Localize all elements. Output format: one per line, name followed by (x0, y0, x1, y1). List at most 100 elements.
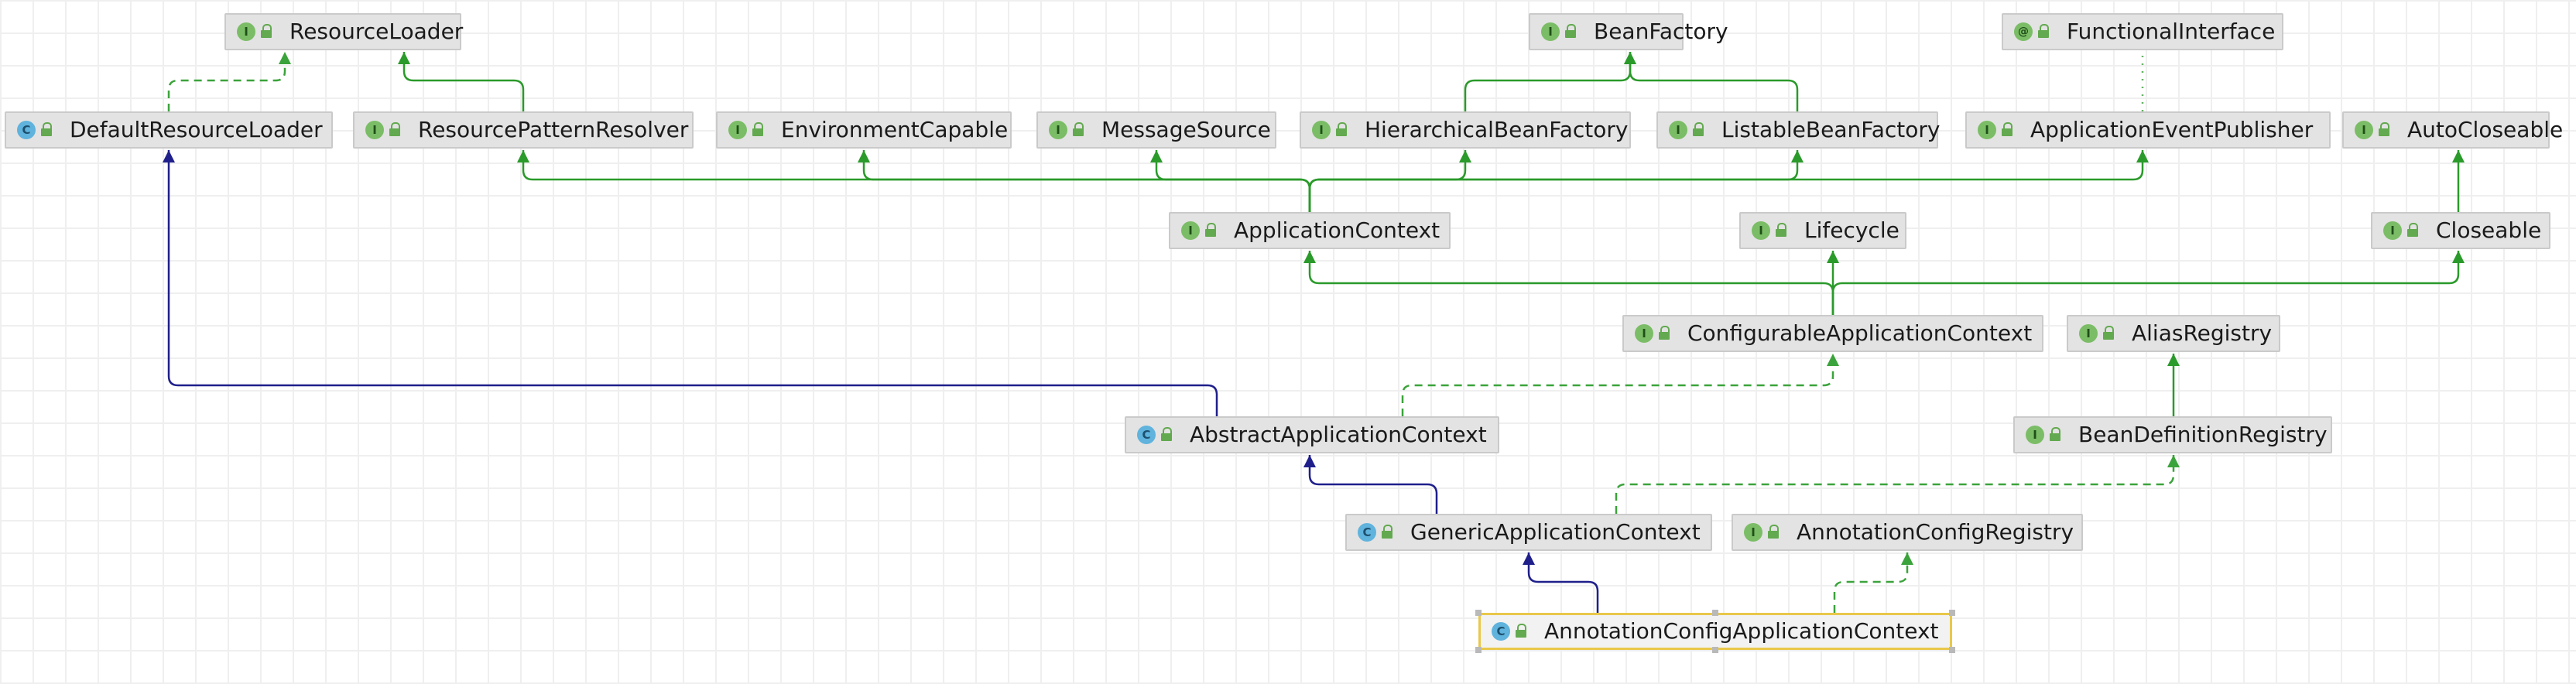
selection-handle[interactable] (1949, 647, 1955, 653)
public-visibility-icon (1515, 624, 1527, 639)
node-label: HierarchicalBeanFactory (1365, 117, 1629, 142)
interface-type-icon: I (1049, 121, 1067, 139)
interface-type-icon: I (1181, 221, 1200, 240)
edge-configurable-application-context-to-application-context (1308, 251, 1834, 315)
edge-generic-application-context-to-bean-definition-registry (1615, 455, 2175, 514)
edge-arrowhead (2452, 150, 2465, 162)
edge-application-context-to-environment-capable (862, 150, 1311, 212)
interface-type-icon: I (2355, 121, 2373, 139)
node-label: FunctionalInterface (2067, 19, 2276, 44)
public-visibility-icon (1072, 122, 1084, 138)
public-visibility-icon (752, 122, 764, 138)
node-application-event-publisher[interactable]: I ApplicationEventPublisher (1965, 111, 2331, 149)
class-type-icon: C (1358, 523, 1376, 542)
class-type-icon: C (17, 121, 36, 139)
edge-hierarchical-bean-factory-to-bean-factory (1464, 52, 1632, 111)
node-functional-interface[interactable]: @FunctionalInterface (2002, 13, 2283, 50)
node-hierarchical-bean-factory[interactable]: I HierarchicalBeanFactory (1300, 111, 1631, 149)
selection-handle[interactable] (1712, 647, 1718, 653)
edge-listable-bean-factory-to-bean-factory (1629, 52, 1799, 111)
selection-handle[interactable] (1475, 610, 1482, 616)
edge-configurable-application-context-to-closeable (1831, 251, 2460, 315)
edge-arrowhead (1523, 552, 1535, 565)
public-visibility-icon (389, 122, 401, 138)
public-visibility-icon (1564, 24, 1577, 39)
edge-arrowhead (1624, 52, 1636, 64)
edge-application-context-to-listable-bean-factory (1308, 150, 1799, 212)
node-default-resource-loader[interactable]: C DefaultResourceLoader (5, 111, 333, 149)
class-type-icon: C (1492, 622, 1510, 641)
selection-handle[interactable] (1712, 610, 1718, 616)
edge-abstract-application-context-to-configurable-application-context (1401, 354, 1834, 416)
interface-type-icon: I (1312, 121, 1331, 139)
public-visibility-icon (1335, 122, 1348, 138)
node-environment-capable[interactable]: I EnvironmentCapable (716, 111, 1012, 149)
interface-type-icon: I (1669, 121, 1687, 139)
edge-arrowhead (2167, 354, 2180, 366)
edge-arrowhead (279, 52, 291, 64)
edge-arrowhead (517, 150, 529, 162)
node-label: AutoCloseable (2407, 117, 2564, 142)
node-auto-closeable[interactable]: I AutoCloseable (2342, 111, 2563, 149)
class-type-icon: C (1137, 426, 1156, 444)
selection-handle[interactable] (1949, 610, 1955, 616)
node-label: ListableBeanFactory (1721, 117, 1941, 142)
public-visibility-icon (2378, 122, 2390, 138)
edge-arrowhead (1827, 354, 1839, 366)
edge-generic-application-context-to-abstract-application-context (1308, 455, 1438, 514)
edge-arrowhead (163, 150, 175, 162)
edge-arrowhead (1459, 150, 1471, 162)
interface-type-icon: I (728, 121, 747, 139)
edge-resource-pattern-resolver-to-resource-loader (402, 52, 525, 111)
public-visibility-icon (1160, 427, 1173, 443)
node-label: AnnotationConfigApplicationContext (1544, 618, 1939, 644)
node-label: ResourcePatternResolver (418, 117, 689, 142)
node-label: ApplicationEventPublisher (2030, 117, 2314, 142)
node-configurable-application-context[interactable]: I ConfigurableApplicationContext (1622, 315, 2043, 352)
node-annotation-config-application-context[interactable]: C AnnotationConfigApplicationContext (1478, 613, 1952, 650)
edge-arrowhead (1791, 150, 1804, 162)
public-visibility-icon (40, 122, 53, 138)
edge-default-resource-loader-to-resource-loader (167, 52, 286, 111)
edge-abstract-application-context-to-default-resource-loader (167, 150, 1218, 416)
node-listable-bean-factory[interactable]: I ListableBeanFactory (1656, 111, 1941, 149)
public-visibility-icon (1692, 122, 1704, 138)
interface-type-icon: I (1978, 121, 1996, 139)
interface-type-icon: I (1635, 324, 1653, 343)
interface-type-icon: I (2383, 221, 2402, 240)
node-label: AbstractApplicationContext (1190, 422, 1487, 447)
public-visibility-icon (2406, 223, 2419, 238)
node-label: DefaultResourceLoader (70, 117, 323, 142)
edge-annotation-config-application-context-to-annotation-config-registry (1833, 552, 1909, 613)
node-label: AnnotationConfigRegistry (1797, 519, 2074, 545)
public-visibility-icon (2001, 122, 2013, 138)
edge-arrowhead (398, 52, 410, 64)
edge-arrowhead (1827, 251, 1839, 263)
edge-application-context-to-application-event-publisher (1308, 150, 2144, 212)
edge-arrowhead (1303, 455, 1316, 467)
node-generic-application-context[interactable]: C GenericApplicationContext (1345, 514, 1712, 551)
selection-handle[interactable] (1475, 647, 1482, 653)
node-label: GenericApplicationContext (1410, 519, 1701, 545)
edge-application-context-to-resource-pattern-resolver (522, 150, 1311, 212)
edge-arrowhead (858, 150, 870, 162)
node-abstract-application-context[interactable]: C AbstractApplicationContext (1125, 416, 1499, 453)
interface-type-icon: I (2079, 324, 2098, 343)
interface-type-icon: I (1541, 22, 1560, 41)
node-label: EnvironmentCapable (781, 117, 1009, 142)
node-label: ResourceLoader (289, 19, 464, 44)
node-label: ConfigurableApplicationContext (1687, 320, 2033, 346)
edge-arrowhead (2136, 150, 2149, 162)
node-label: Lifecycle (1804, 217, 1899, 243)
public-visibility-icon (1204, 223, 1217, 238)
